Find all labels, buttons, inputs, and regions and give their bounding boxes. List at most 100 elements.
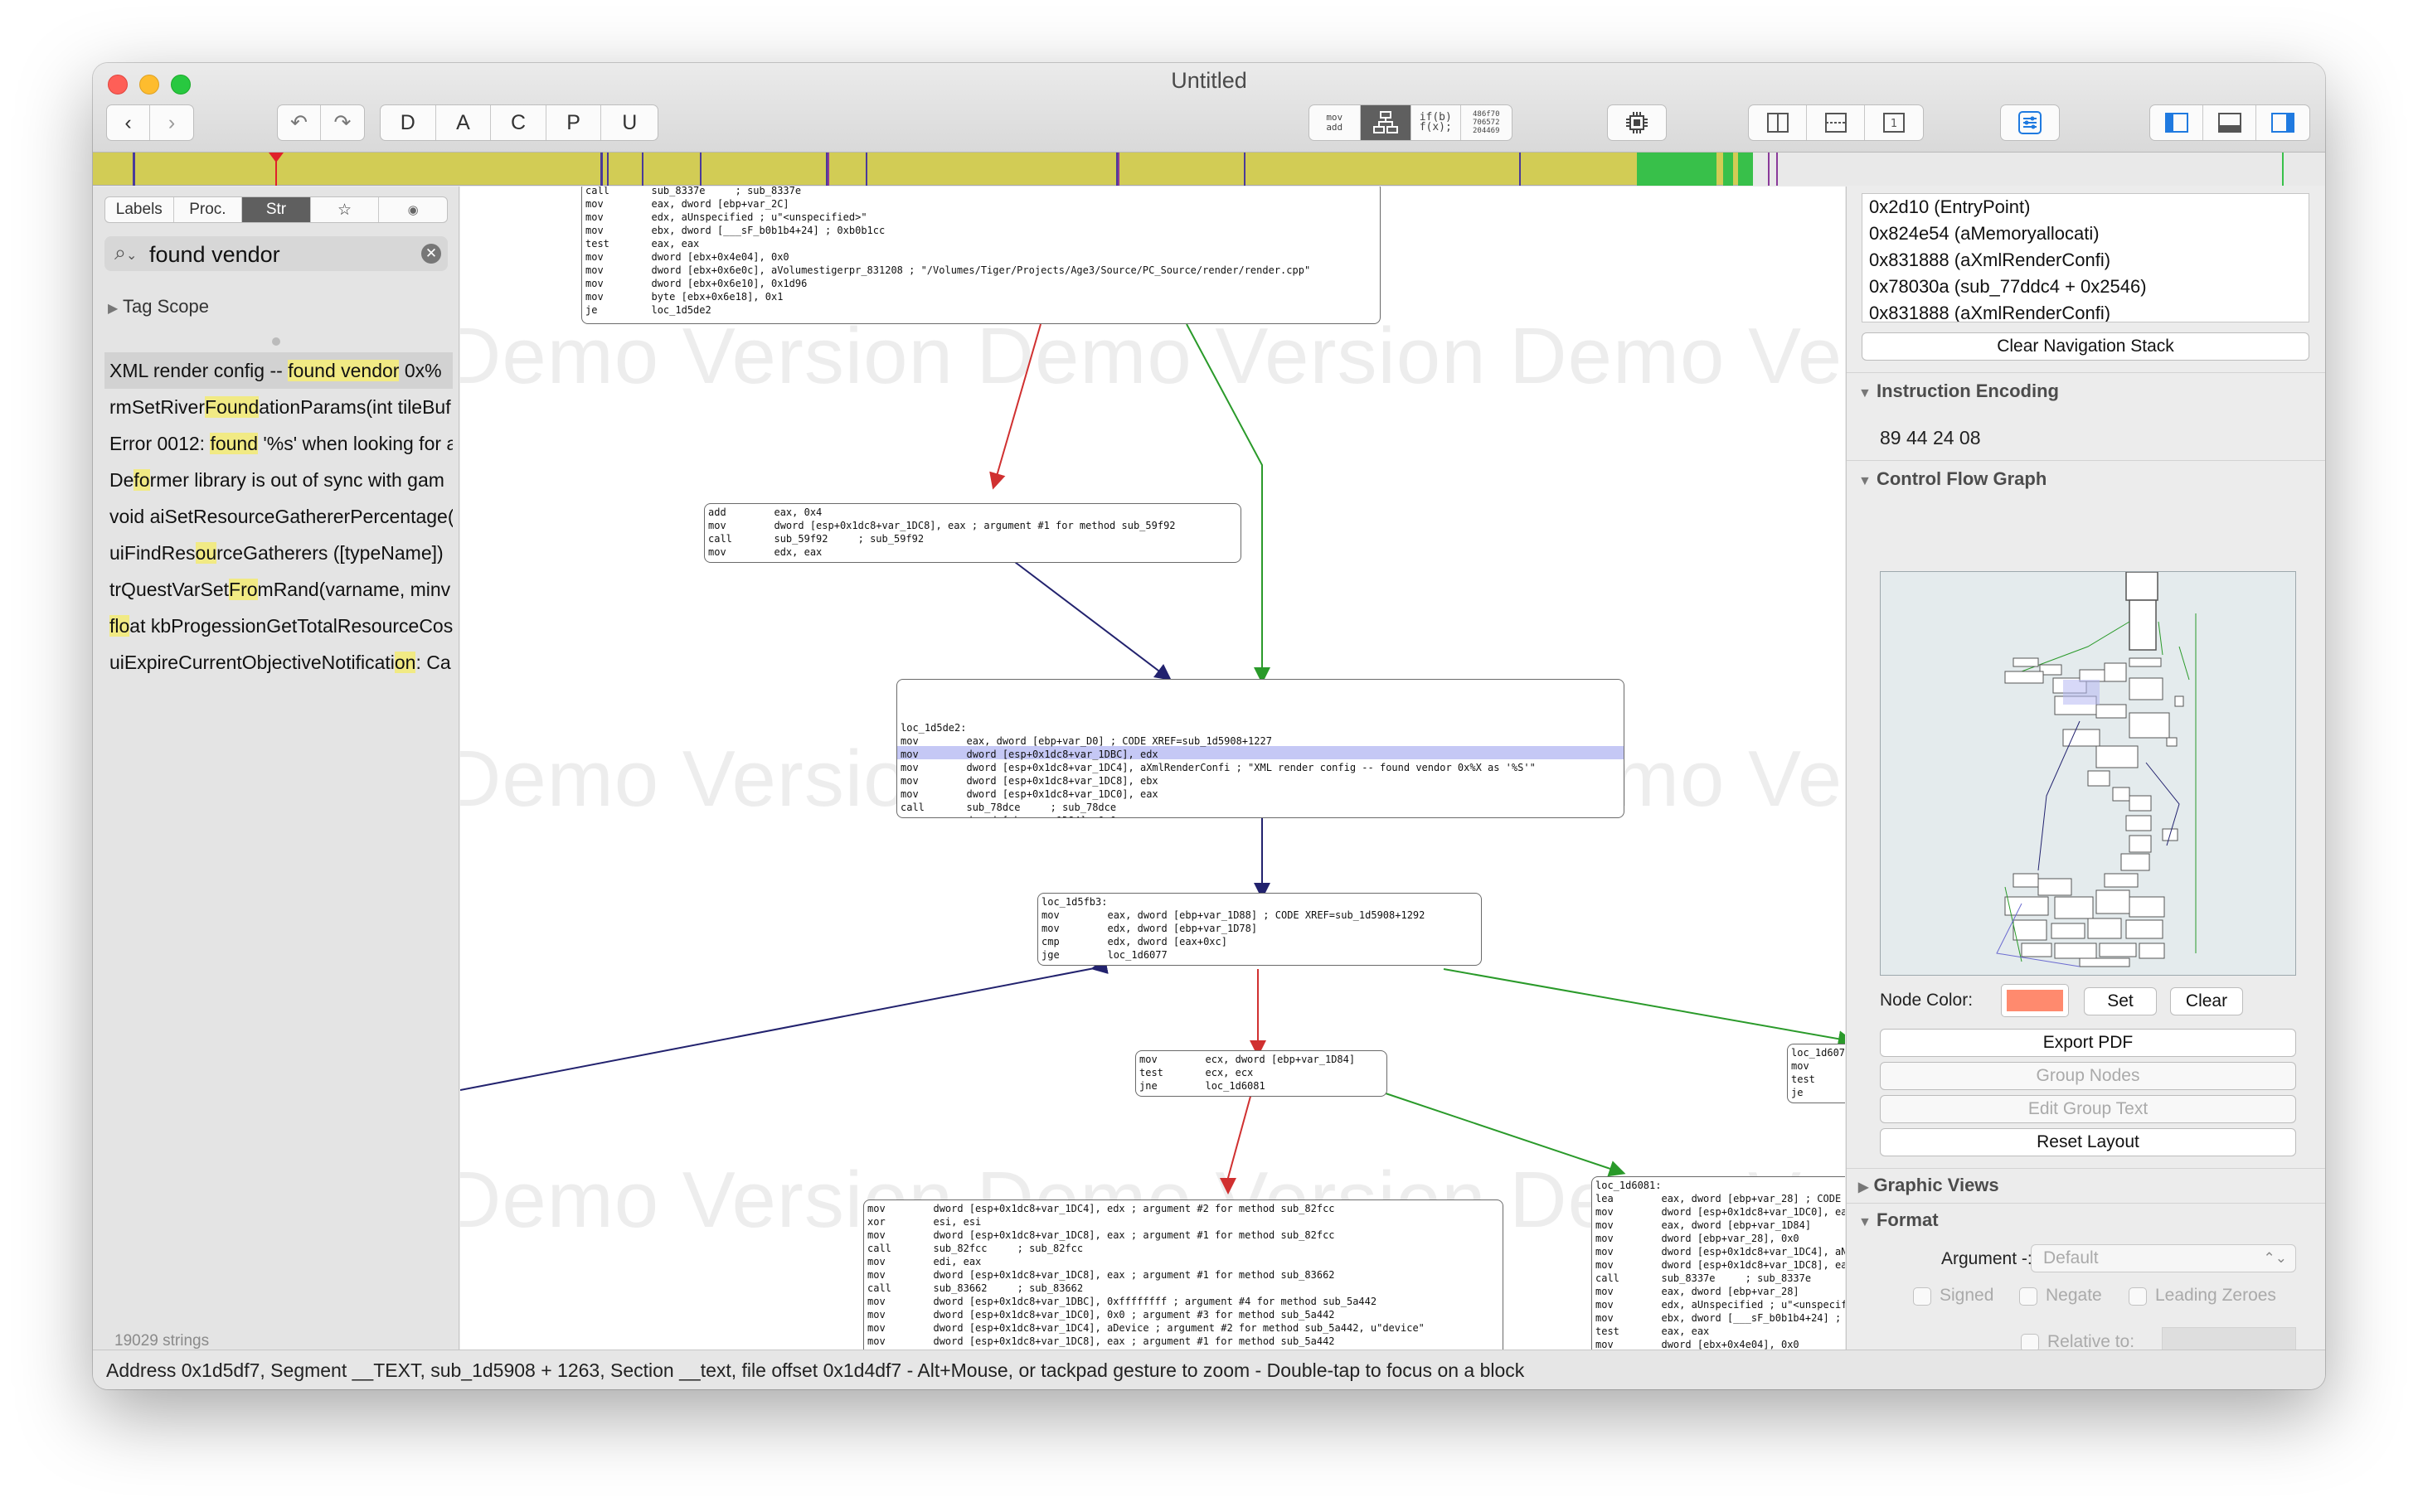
mode-code-button[interactable]: C [491,105,546,140]
reset-layout-button[interactable]: Reset Layout [1880,1128,2296,1156]
toggle-bottom-panel-button[interactable] [2203,105,2256,140]
pseudocode-view-button[interactable]: if(b) f(x); [1411,105,1461,140]
list-item[interactable]: trQuestVarSetFromRand(varname, minv [109,579,451,600]
list-item[interactable]: 0x824e54 (aMemoryallocati) [1869,223,2100,244]
mode-data-button[interactable]: D [381,105,436,140]
edge-false [989,323,1041,490]
tag-scope-disclosure[interactable]: ▶ Tag Scope [108,296,209,317]
tab-procedures[interactable]: Proc. [174,197,243,222]
control-flow-graph-header[interactable]: ▼ Control Flow Graph [1858,468,2047,489]
tag-dot-icon: ◉ [407,203,419,217]
list-item[interactable]: Deformer library is out of sync with gam [109,469,444,491]
left-panel-icon [2164,113,2188,133]
right-panel-icon [2270,113,2294,133]
nav-marker [866,153,867,186]
toggle-left-panel-button[interactable] [2150,105,2204,140]
tab-strings[interactable]: Str [242,197,311,222]
cfg-view-button[interactable] [1360,105,1411,140]
cfg-block[interactable]: add eax, 0x4 mov dword [esp+0x1dc8+var_1… [704,503,1241,563]
list-item[interactable]: rmSetRiverFoundationParams(int tileBuf [109,396,451,418]
debugger-button[interactable] [1607,104,1667,141]
list-item[interactable]: 0x2d10 (EntryPoint) [1869,196,2031,217]
cfg-block-selected[interactable]: loc_1d5de2: mov eax, dword [ebp+var_D0] … [896,679,1624,818]
negate-checkbox[interactable] [2019,1287,2037,1306]
clear-color-button[interactable]: Clear [2170,987,2243,1015]
undo-redo: ↶ ↷ [277,104,365,141]
tab-tags[interactable]: ◉ [379,197,447,222]
list-item[interactable]: uiExpireCurrentObjectiveNotification: Ca [109,652,451,673]
tag-scope-label: Tag Scope [123,296,209,317]
mode-undefined-button[interactable]: U [622,110,638,134]
edit-group-text-button[interactable]: Edit Group Text [1880,1095,2296,1123]
list-item[interactable]: 0x78030a (sub_77ddc4 + 0x2546) [1869,276,2147,297]
list-item[interactable]: XML render config -- found vendor 0x% [104,352,453,389]
signed-label: Signed [1940,1286,1994,1305]
tab-bookmarks[interactable]: ☆ [311,197,380,222]
segment-navigation-bar[interactable] [93,153,2325,186]
cfg-block[interactable]: loc_1d6077: mov eax, dword test eax, eax… [1787,1044,1845,1103]
argument-format-popup[interactable]: Default ⌃⌄ [2031,1244,2296,1272]
cfg-block[interactable]: mov ecx, dword [ebp+var_1D84] test ecx, … [1135,1050,1387,1097]
cfg-block[interactable]: mov dword [esp+0x1dc8+var_1DC4], edx ; a… [863,1199,1503,1350]
nav-marker [1244,153,1245,186]
leading-zeroes-checkbox[interactable] [2129,1287,2147,1306]
navigation-stack-list[interactable]: 0x2d10 (EntryPoint) 0x824e54 (aMemoryall… [1862,193,2309,322]
tab-labels[interactable]: Labels [105,197,174,222]
back-button[interactable]: ‹ [107,105,151,140]
split-vertical-button[interactable] [1749,105,1808,140]
mode-ascii-button[interactable]: A [436,105,492,140]
control-flow-graph-canvas[interactable]: Demo Version Demo Version Demo Version D… [460,187,1845,1350]
disclosure-open-icon: ▼ [1858,1215,1872,1229]
export-pdf-button[interactable]: Export PDF [1880,1029,2296,1057]
cfg-block[interactable]: loc_1d5fb3: mov eax, dword [ebp+var_1D88… [1037,893,1482,966]
search-icon: ⌕⌄ [114,241,138,264]
graphic-views-header[interactable]: ▶ Graphic Views [1858,1175,1999,1195]
undo-button[interactable]: ↶ [278,105,322,140]
cfg-minimap[interactable] [1880,571,2296,976]
clear-navigation-stack-button[interactable]: Clear Navigation Stack [1862,332,2309,361]
cfg-block[interactable]: call sub_8337e ; sub_8337e mov eax, dwor… [581,187,1381,324]
list-item[interactable]: void aiSetResourceGathererPercentage( [109,506,453,527]
list-item[interactable]: 0x831888 (aXmlRenderConfi) [1869,250,2111,270]
hex-view-button[interactable]: 486f70 706572 204469 [1473,110,1500,135]
chevron-left-icon: ‹ [124,110,132,134]
toggle-right-panel-button[interactable] [2256,105,2309,140]
settings-toggles-button[interactable] [2000,104,2060,141]
single-pane-button[interactable]: 1 [1865,105,1923,140]
title-bar: Untitled ‹ › ↶ ↷ D A C P U mov add [93,63,2325,153]
mode-procedure-button[interactable]: P [546,105,602,140]
redo-button[interactable]: ↷ [321,105,364,140]
disclosure-open-icon: ▼ [1858,386,1872,400]
search-input[interactable]: found vendor [149,242,280,267]
separator [1847,460,2325,461]
nav-marker [2282,153,2284,186]
svg-text:1: 1 [1891,118,1897,130]
set-color-button[interactable]: Set [2084,987,2157,1015]
list-item[interactable]: float kbProgessionGetTotalResourceCos [109,615,453,637]
signed-checkbox[interactable] [1913,1287,1931,1306]
instruction-encoding-header[interactable]: ▼ Instruction Encoding [1858,380,2059,401]
sidebar-tabs: Labels Proc. Str ☆ ◉ [104,196,448,223]
asm-view-button[interactable]: mov add [1309,105,1361,140]
zoom-window-button[interactable] [171,75,191,94]
single-pane-icon: 1 [1882,113,1905,133]
minimap-graph [1996,571,2197,967]
cfg-block[interactable]: loc_1d6081: lea eax, dword [ebp+var_28] … [1591,1176,1845,1350]
minimize-window-button[interactable] [139,75,159,94]
forward-button[interactable]: › [150,105,193,140]
string-search-field[interactable]: ⌕⌄ found vendor ✕ [104,236,448,271]
redo-icon: ↷ [333,111,352,134]
format-header[interactable]: ▼ Format [1858,1209,1939,1230]
nav-marker [826,153,828,186]
cpu-icon [1626,112,1648,133]
list-item[interactable]: Error 0012: found '%s' when looking for … [109,433,453,454]
node-color-well[interactable] [2001,984,2069,1017]
close-window-button[interactable] [108,75,128,94]
list-item[interactable]: 0x831888 (aXmlRenderConfi) [1869,303,2111,322]
clear-search-icon[interactable]: ✕ [421,244,441,264]
splitter-handle[interactable] [272,337,280,346]
split-horizontal-button[interactable] [1807,105,1865,140]
list-item[interactable]: uiFindResourceGatherers ([typeName]) [109,542,444,564]
relative-to-label: Relative to: [2047,1332,2135,1351]
group-nodes-button[interactable]: Group Nodes [1880,1062,2296,1090]
